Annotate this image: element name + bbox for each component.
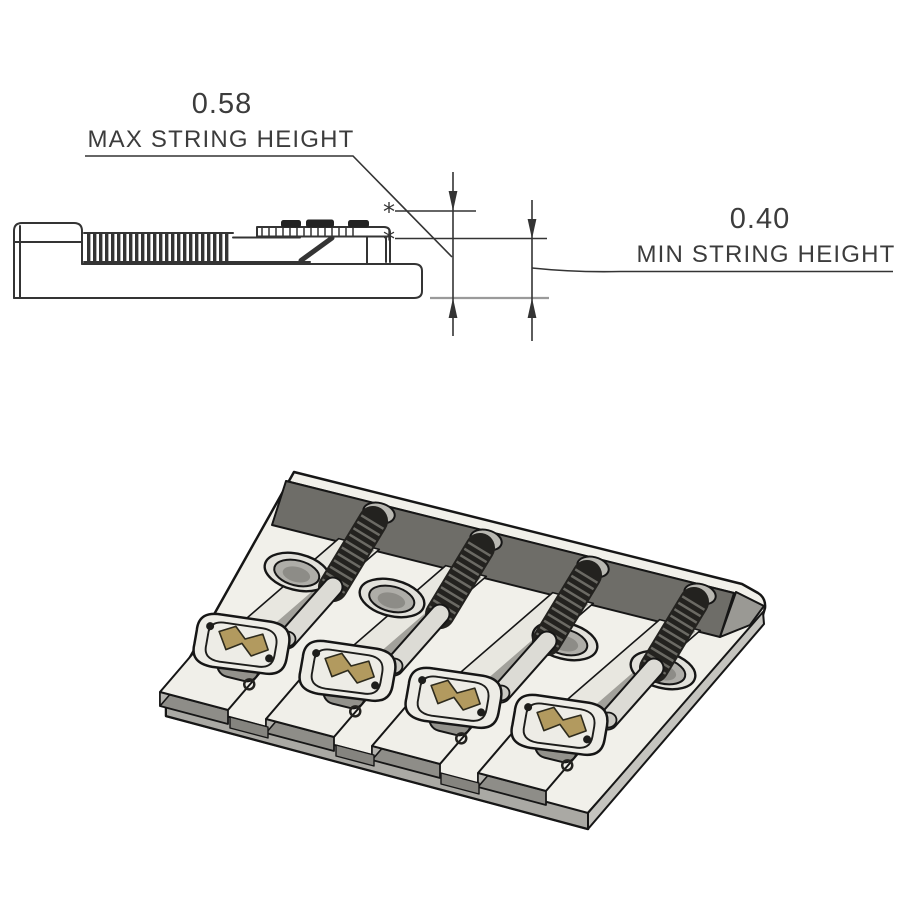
min-height-leader-line	[531, 267, 893, 273]
min-string-height-value: 0.40	[729, 203, 791, 235]
side-view-end-block	[13, 222, 83, 299]
side-view-saddle	[256, 219, 391, 264]
dimension-annotations: * *	[85, 155, 893, 341]
max-height-leader-line	[85, 155, 453, 258]
side-profile-view	[13, 219, 423, 299]
side-view-spring	[83, 232, 234, 263]
dimension-arrowheads	[448, 191, 537, 318]
side-view-screw-shaft	[232, 236, 301, 263]
max-string-height-label: MAX STRING HEIGHT	[87, 126, 355, 153]
reference-star-mark-max: *	[383, 198, 395, 226]
saddle-screw-heads	[281, 219, 369, 228]
side-view-base-plate	[13, 263, 423, 299]
isometric-view	[159, 470, 767, 831]
max-string-height-value: 0.58	[191, 88, 253, 120]
plate-right-face	[587, 611, 765, 830]
min-string-height-label: MIN STRING HEIGHT	[636, 241, 896, 268]
reference-star-mark-min: *	[383, 226, 395, 254]
